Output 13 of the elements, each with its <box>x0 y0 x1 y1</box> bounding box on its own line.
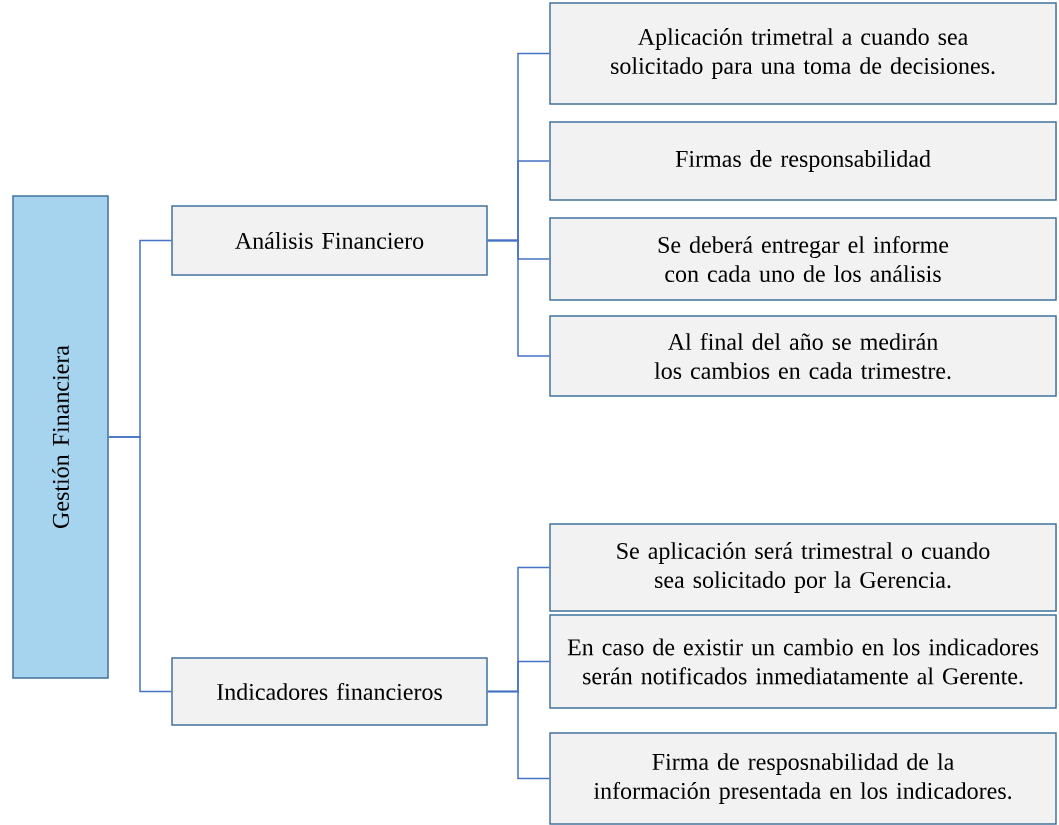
detail-box: Aplicación trimetral a cuando sea solicitado para una toma de decisiones. <box>549 2 1057 105</box>
detail-box: Firmas de responsabilidad <box>549 121 1057 201</box>
detail-box: Se aplicación será trimestral o cuando sea solicitado por la Gerencia. <box>549 523 1057 612</box>
connector <box>487 690 550 780</box>
category-box: Análisis Financiero <box>171 205 488 276</box>
connector <box>487 239 550 357</box>
connector <box>108 436 172 693</box>
detail-box: Al final del año se medirán los cambios en cada trimestre. <box>549 315 1057 397</box>
root-box: Gestión Financiera <box>12 195 109 679</box>
category-box: Indicadores financieros <box>171 657 488 726</box>
detail-box: En caso de existir un cambio en los indicadores serán notificados inmediatamente al Gerente. <box>549 614 1057 709</box>
detail-box: Firma de resposnabilidad de la información presentada en los indicadores. <box>549 732 1057 825</box>
detail-box: Se deberá entregar el informe con cada uno de los análisis <box>549 217 1057 301</box>
